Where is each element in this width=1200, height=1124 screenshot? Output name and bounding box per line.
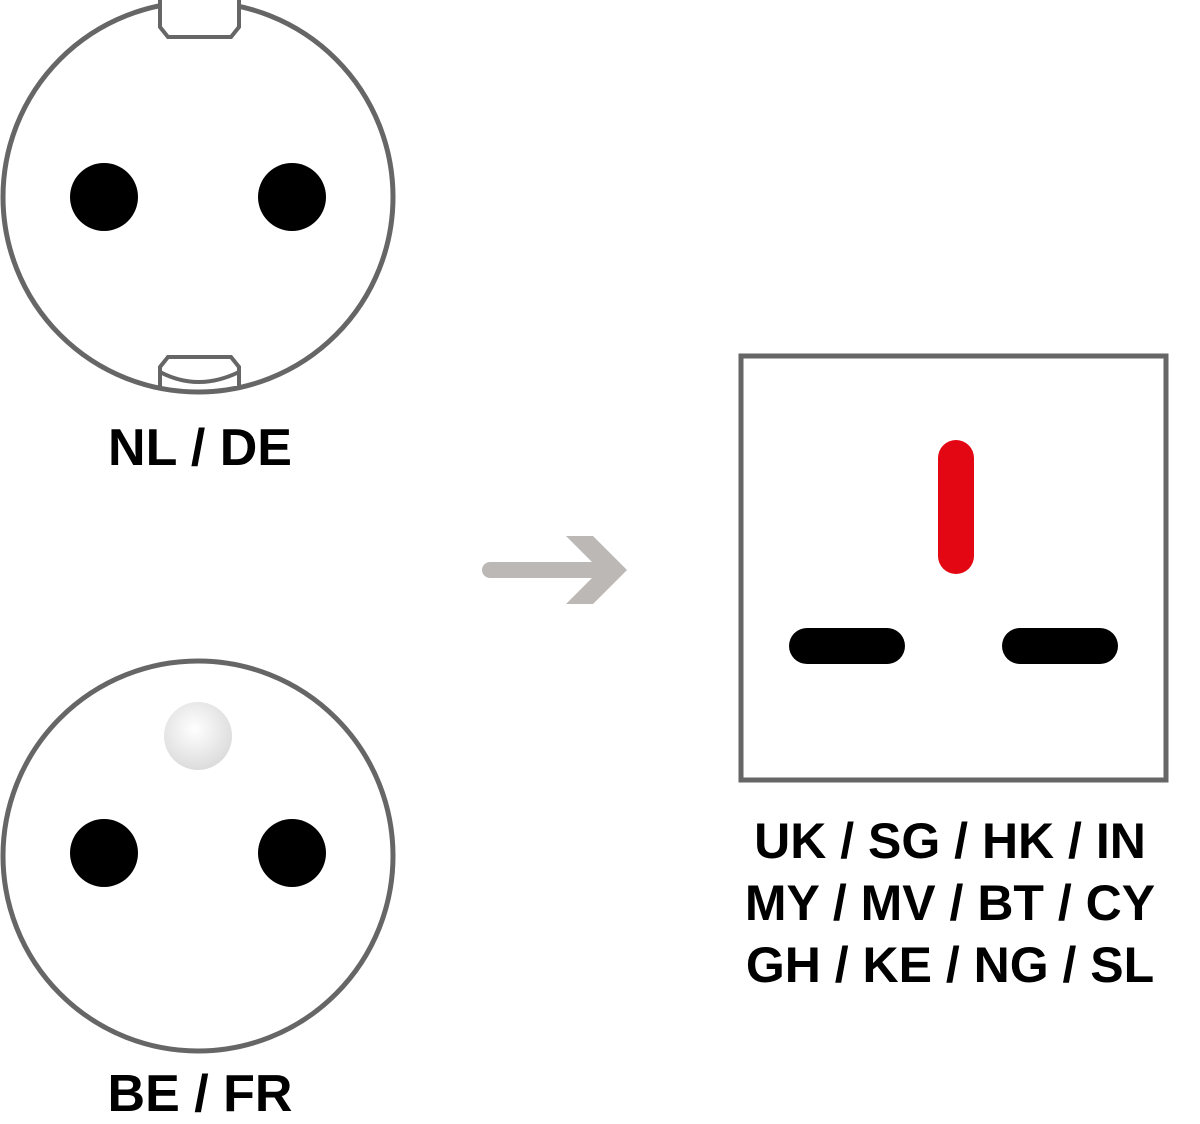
uk-earth-pin (938, 440, 974, 574)
arrow-right-icon (482, 536, 627, 604)
schuko-socket (0, 0, 396, 395)
french-country-label: BE / FR (107, 1065, 293, 1123)
uk-socket (738, 353, 1169, 783)
french-socket-outline (0, 658, 396, 1054)
french-earth-contact (164, 702, 232, 770)
french-pin-right (258, 819, 326, 887)
schuko-bottom-earth-clip-arc (159, 370, 240, 384)
uk-country-line-1: UK / SG / HK / IN (754, 813, 1146, 869)
schuko-country-label: NL / DE (108, 419, 292, 477)
french-pin-left (70, 819, 138, 887)
uk-pin-right (1002, 628, 1118, 664)
schuko-pin-right (258, 163, 326, 231)
schuko-socket-outline (0, 0, 396, 395)
schuko-pin-left (70, 163, 138, 231)
french-socket (0, 658, 396, 1054)
uk-pin-left (789, 628, 905, 664)
uk-country-line-2: MY / MV / BT / CY (744, 875, 1156, 931)
uk-country-line-3: GH / KE / NG / SL (745, 937, 1155, 993)
schuko-top-earth-clip (158, 0, 241, 39)
uk-country-labels: UK / SG / HK / IN MY / MV / BT / CY GH /… (700, 810, 1200, 996)
